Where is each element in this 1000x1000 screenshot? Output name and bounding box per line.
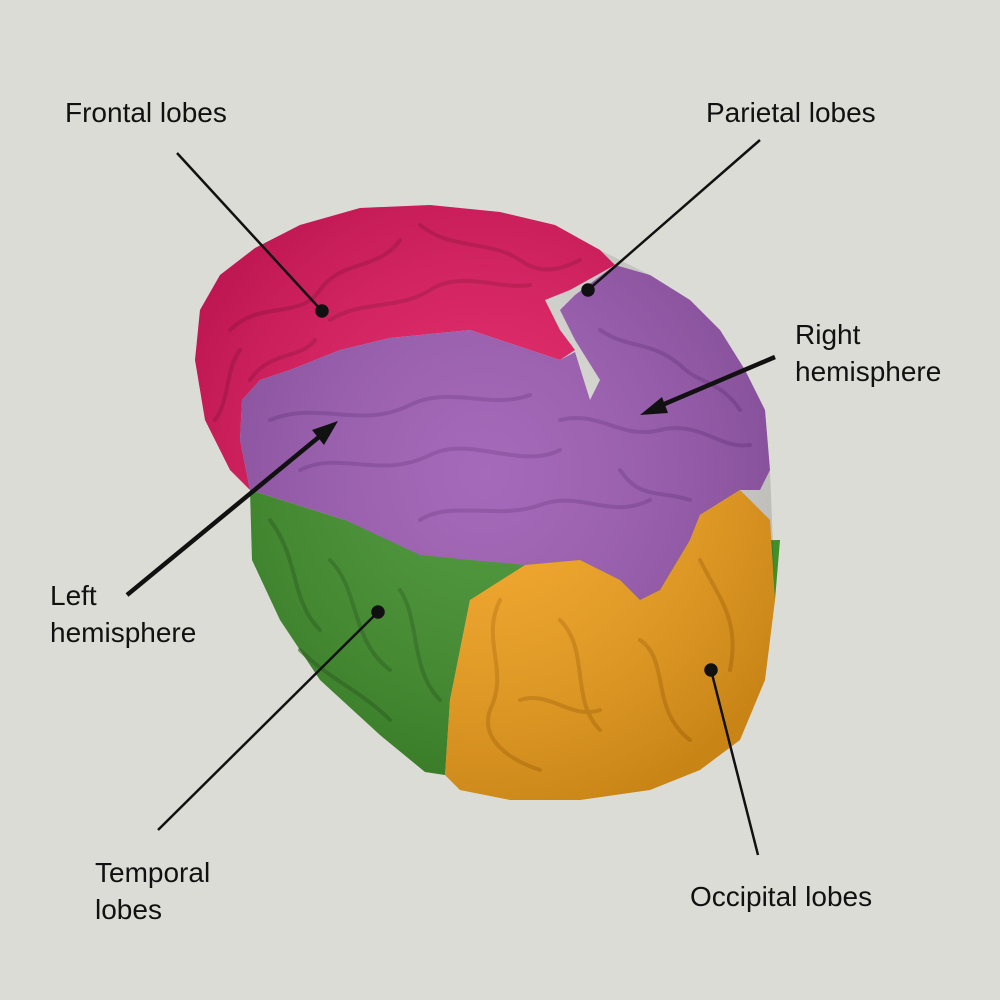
pointer-lines	[157, 139, 761, 856]
frontal-lobes-label: Frontal lobes	[65, 97, 227, 128]
occipital-lobes-label: Occipital lobes	[690, 881, 873, 912]
temporal-pointer-line	[157, 611, 379, 831]
occipital-pointer-dot	[704, 663, 718, 677]
hemisphere-arrows	[125, 354, 776, 597]
right-hemisphere-label: Right hemisphere	[795, 319, 942, 387]
left-hemisphere-arrow-line	[125, 430, 327, 597]
parietal-lobes-label: Parietal lobes	[706, 97, 876, 128]
left-hemisphere-label: Left hemisphere	[50, 580, 197, 648]
parietal-pointer-dot	[581, 283, 595, 297]
right-hemisphere-arrow-line	[654, 354, 776, 411]
left-hemisphere-arrow-head	[312, 421, 338, 445]
parietal-pointer-line	[587, 139, 761, 291]
temporal-lobes-label: Temporal lobes	[95, 857, 211, 925]
brain-shading	[195, 205, 775, 800]
right-hemisphere-arrow-head	[640, 397, 668, 415]
frontal-pointer-line	[176, 152, 323, 312]
frontal-pointer-dot	[315, 304, 329, 318]
occipital-pointer-line	[709, 669, 760, 856]
temporal-pointer-dot	[371, 605, 385, 619]
